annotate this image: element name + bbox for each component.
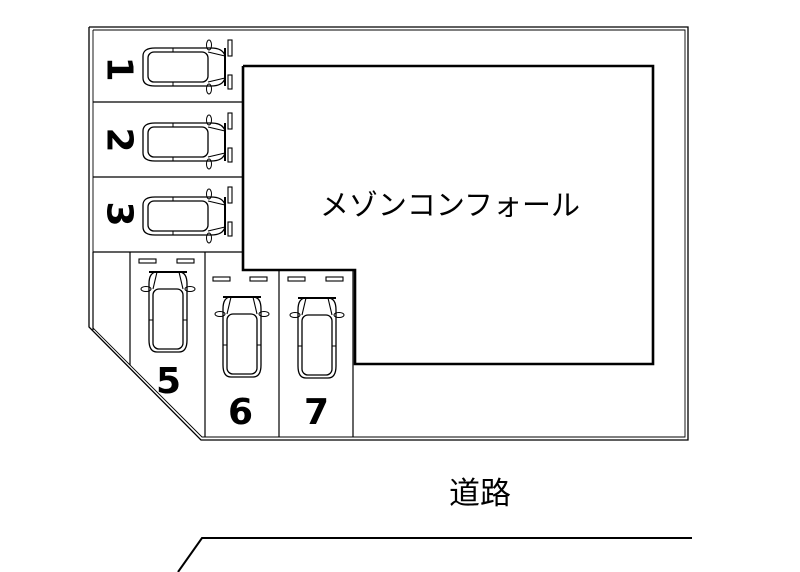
car-icon-space-1 xyxy=(142,39,226,95)
parking-stall-lines xyxy=(92,101,354,437)
car-icon-space-7 xyxy=(289,297,345,379)
car-icon-space-5 xyxy=(140,271,196,353)
parking-space-number-1: 1 xyxy=(98,56,140,82)
car-icon-space-3 xyxy=(142,188,226,244)
parking-space-number-2: 2 xyxy=(98,127,140,153)
wheel-stops xyxy=(138,39,344,282)
road-label: 道路 xyxy=(449,476,511,512)
car-icon-space-6 xyxy=(214,296,270,378)
parking-space-number-5: 5 xyxy=(156,361,182,402)
road-edge xyxy=(177,537,692,572)
parking-space-number-3: 3 xyxy=(98,201,140,227)
building-name-label: メゾンコンフォール xyxy=(319,188,581,222)
building-footprint xyxy=(241,64,655,366)
parking-space-number-7: 7 xyxy=(304,392,330,433)
parking-space-number-6: 6 xyxy=(228,392,254,433)
car-icon-space-2 xyxy=(142,114,226,170)
